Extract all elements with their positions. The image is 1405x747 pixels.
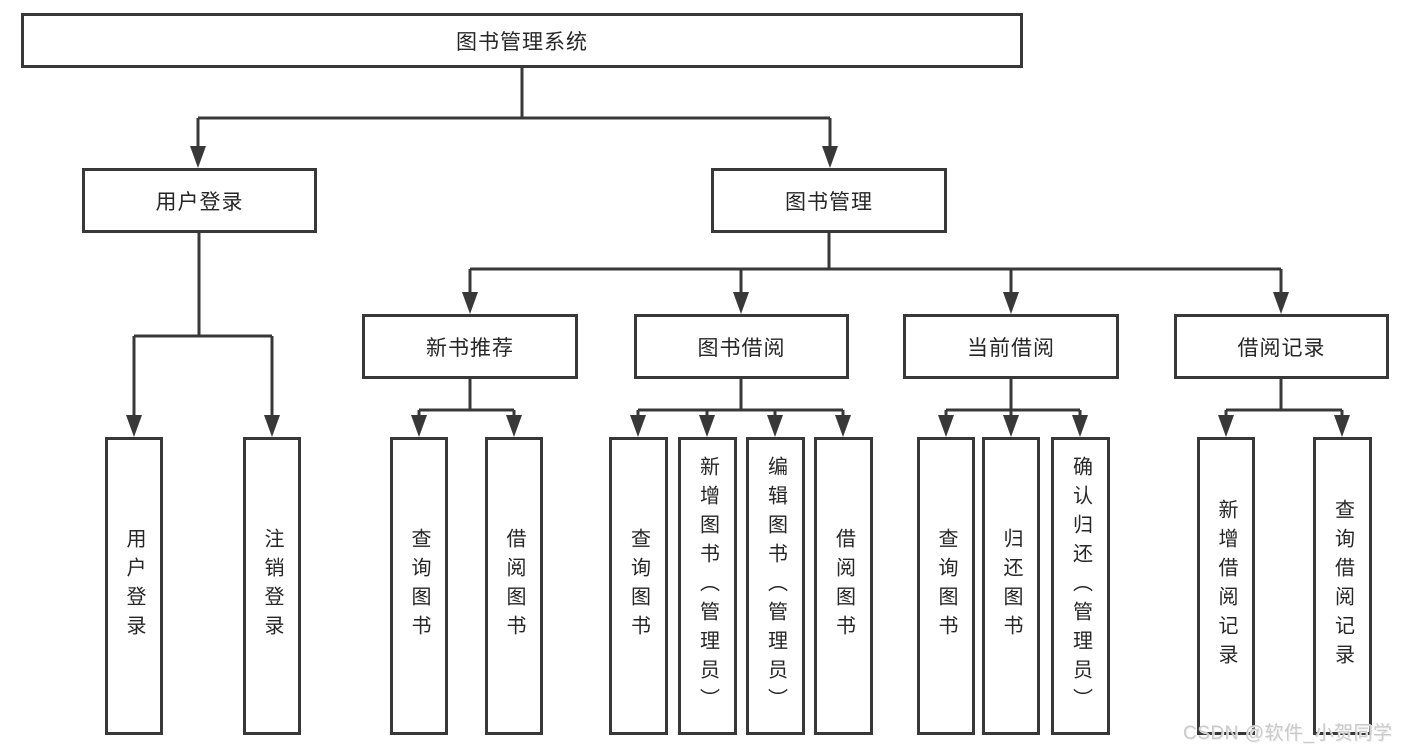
node-book-management: 图书管理 [711,168,947,233]
leaf-user-login: 用户登录 [105,437,163,735]
node-label: 归还图书 [1000,528,1022,644]
leaf-query-books-current: 查询图书 [917,437,975,735]
arrowhead [835,415,851,437]
node-label: 新书推荐 [426,336,514,360]
node-label: 查询借阅记录 [1331,499,1354,673]
node-label: 借阅图书 [503,528,525,644]
node-label: 用户登录 [155,190,244,214]
arrowhead [1218,415,1234,437]
node-label: 查询图书 [935,528,957,644]
node-user-login: 用户登录 [82,168,317,233]
node-label: 编辑图书（管理员） [764,455,787,717]
leaf-add-books-admin: 新增图书（管理员） [678,437,737,735]
arrowhead [733,292,749,314]
node-label: 注销登录 [261,528,283,644]
connector-root-to-level2 [196,68,832,148]
node-label: 查询图书 [408,528,430,644]
node-root: 图书管理系统 [21,13,1023,68]
node-label: 查询图书 [627,528,650,644]
arrowhead [938,415,954,437]
arrowhead [1072,415,1088,437]
arrowhead [190,146,206,168]
arrowhead [630,415,646,437]
arrowhead [1003,292,1019,314]
connector-login-to-leaves [132,233,274,415]
csdn-watermark: CSDN @软件_小贺同学 [1183,723,1393,744]
node-label: 当前借阅 [967,336,1055,360]
leaf-edit-books-admin: 编辑图书（管理员） [746,437,805,735]
arrowhead [462,292,478,314]
arrowhead [411,415,427,437]
arrowhead [126,415,142,437]
connector-current-to-leaves [944,379,1082,415]
node-label: 图书借阅 [697,336,786,360]
connector-management-to-level3 [468,233,1283,292]
node-label: 新增借阅记录 [1215,499,1237,673]
node-label: 借阅图书 [832,528,855,644]
leaf-add-borrow-record: 新增借阅记录 [1197,437,1255,735]
node-current-borrow: 当前借阅 [903,314,1119,379]
node-label: 图书管理系统 [456,30,588,54]
connector-borrow-to-leaves [636,379,845,415]
node-label: 用户登录 [123,528,145,644]
leaf-return-books: 归还图书 [982,437,1040,735]
leaf-logout: 注销登录 [243,437,301,735]
arrowhead [1003,415,1019,437]
node-new-book-recommend: 新书推荐 [362,314,578,379]
arrowhead [1273,292,1289,314]
connector-recommend-to-leaves [417,379,516,415]
connector-records-to-leaves [1224,379,1344,415]
leaf-query-books-recommend: 查询图书 [390,437,448,735]
leaf-confirm-return-admin: 确认归还（管理员） [1051,437,1110,735]
arrowhead [822,146,838,168]
node-label: 借阅记录 [1237,336,1326,360]
arrowhead [1334,415,1350,437]
leaf-borrow-books: 借阅图书 [814,437,873,735]
node-book-borrow: 图书借阅 [634,314,849,379]
node-label: 图书管理 [785,190,873,214]
arrowhead [699,415,715,437]
arrowhead [506,415,522,437]
leaf-query-books-borrow: 查询图书 [609,437,668,735]
arrowhead [264,415,280,437]
node-borrow-records: 借阅记录 [1174,314,1389,379]
leaf-borrow-books-recommend: 借阅图书 [485,437,543,735]
node-label: 确认归还（管理员） [1069,455,1092,717]
node-label: 新增图书（管理员） [696,455,719,717]
leaf-query-borrow-record: 查询借阅记录 [1313,437,1372,735]
arrowhead [767,415,783,437]
